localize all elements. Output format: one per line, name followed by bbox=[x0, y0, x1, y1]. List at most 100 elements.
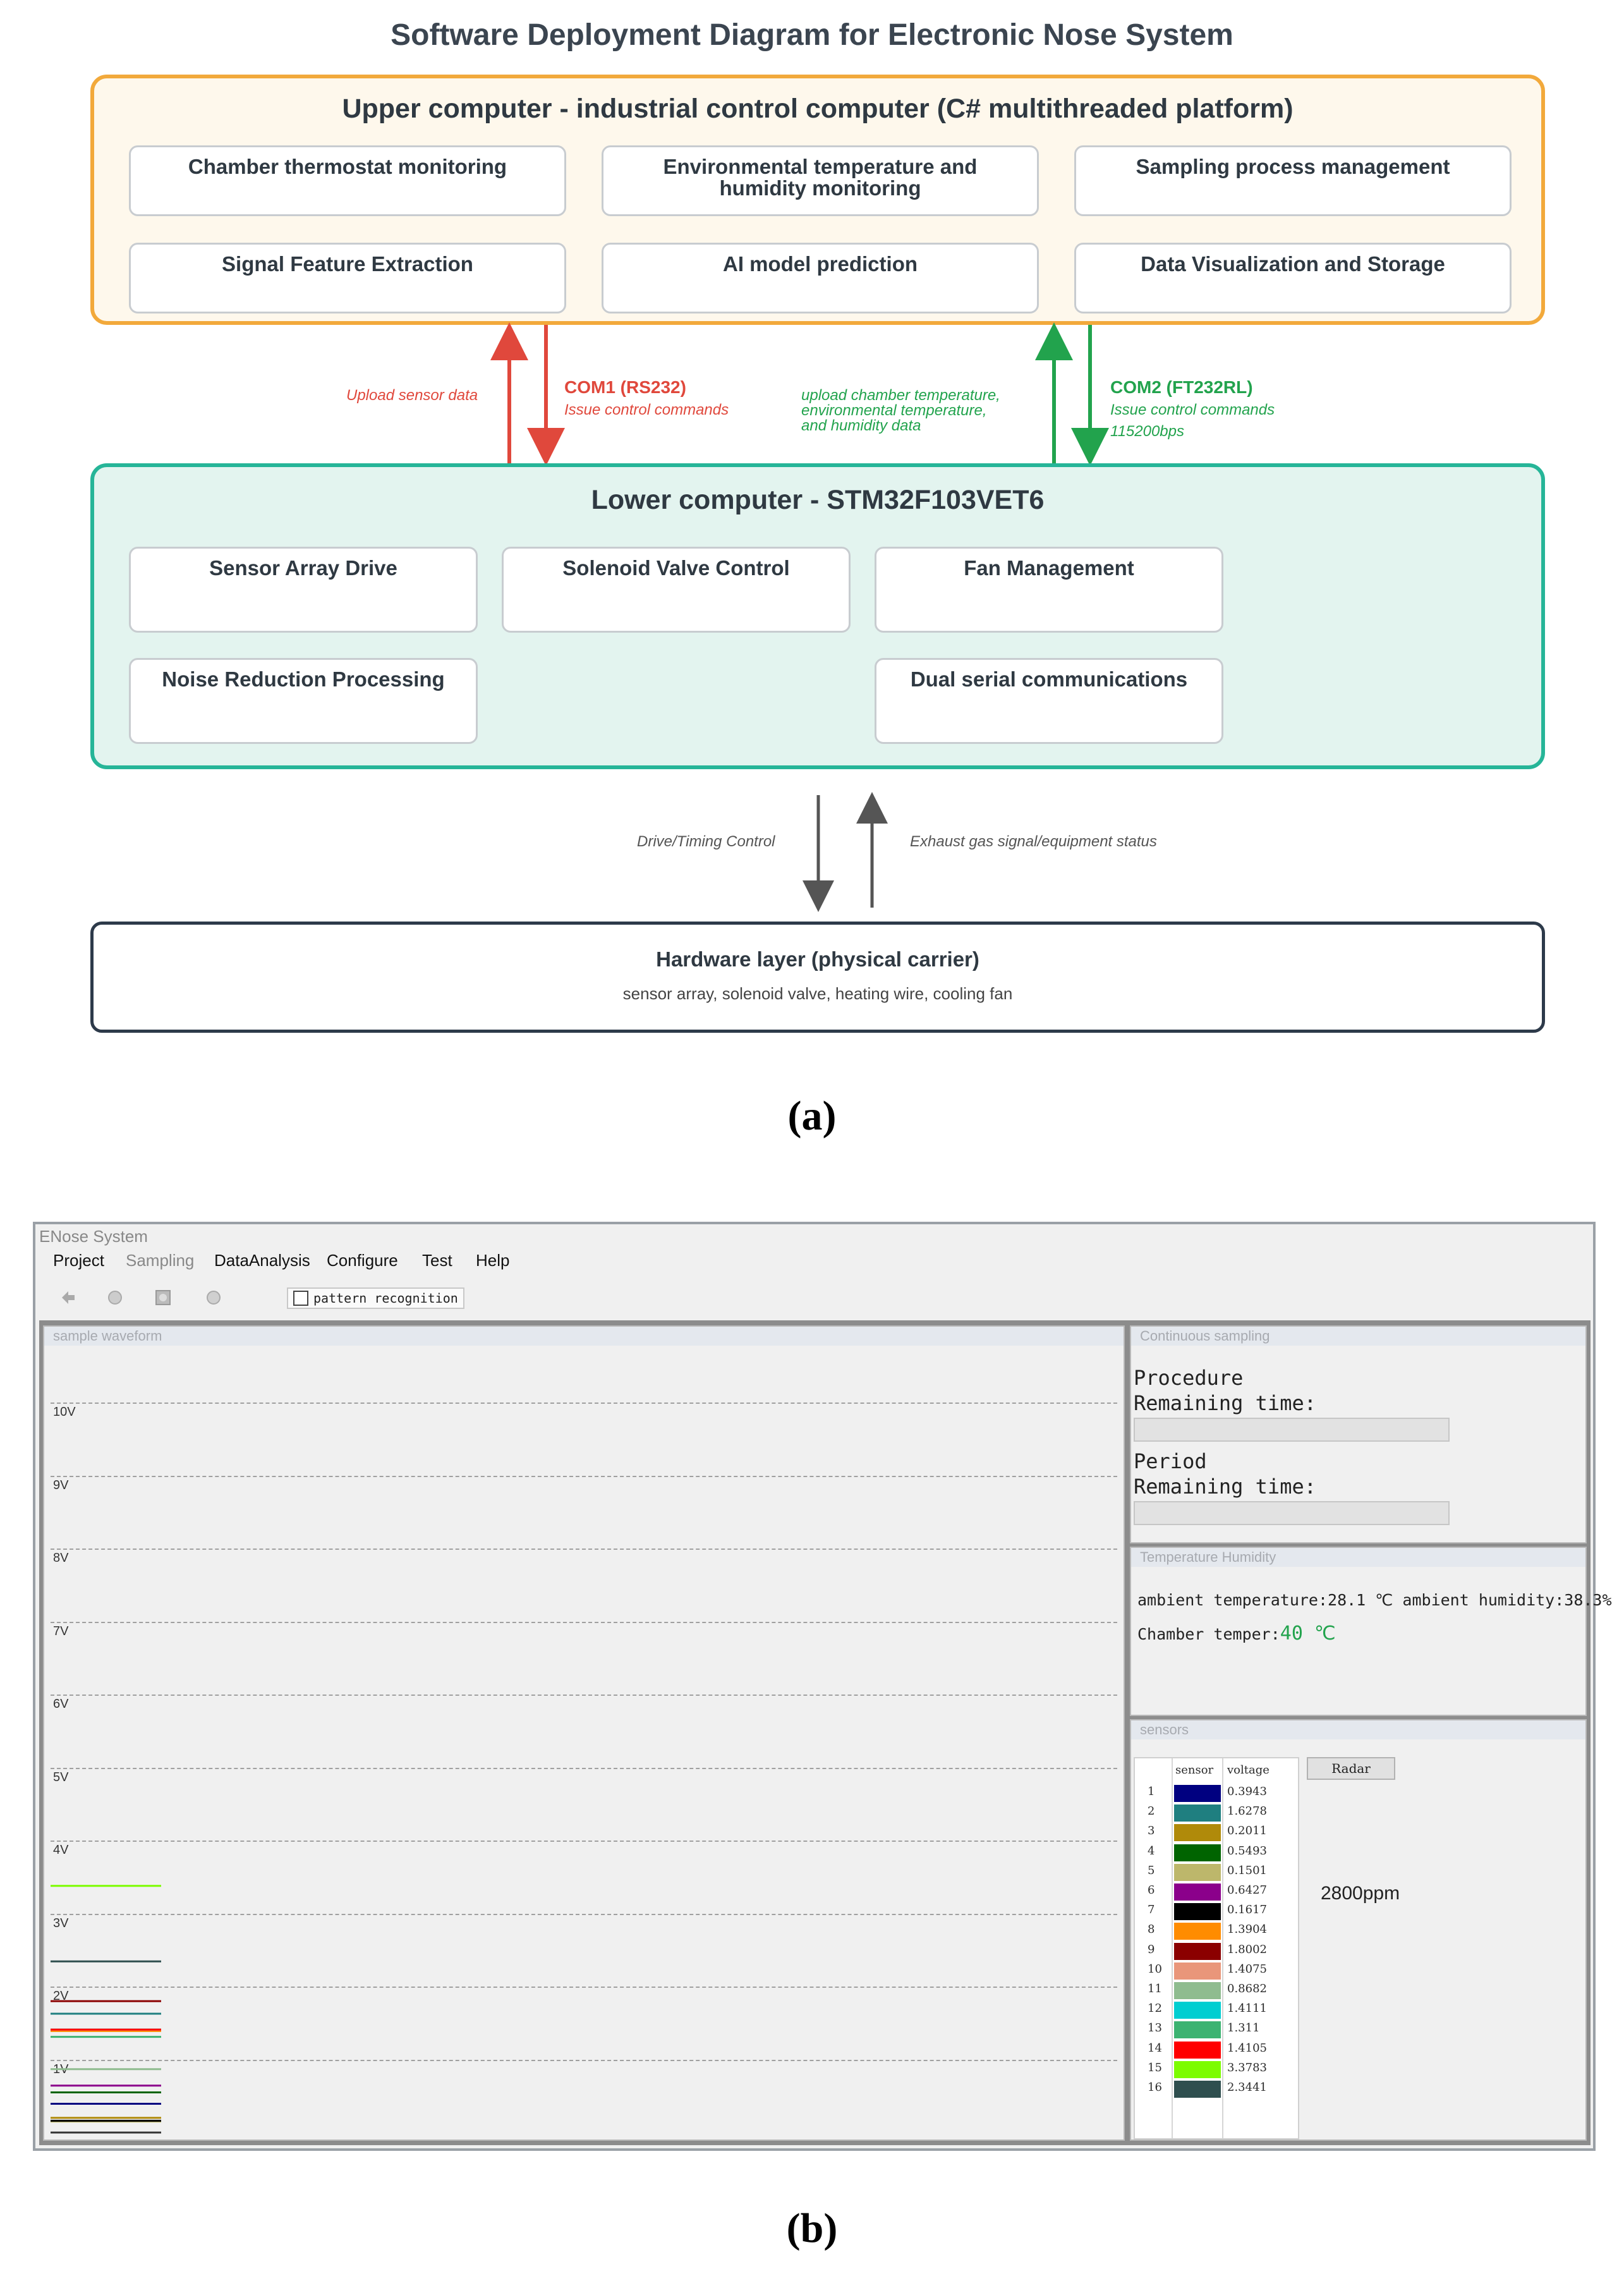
sensor-voltage: 1.3904 bbox=[1227, 1923, 1267, 1937]
hardware-title: Hardware layer (physical carrier) bbox=[656, 947, 979, 971]
waveform-gridline bbox=[51, 1987, 1117, 1988]
sensor-voltage: 1.6278 bbox=[1227, 1804, 1267, 1818]
sensor-color-swatch bbox=[1174, 1804, 1221, 1822]
procedure-remaining-label: Remaining time: bbox=[1134, 1391, 1316, 1415]
menu-sampling[interactable]: Sampling bbox=[126, 1251, 195, 1270]
sensor-voltage: 1.4075 bbox=[1227, 1962, 1267, 1976]
sensor-id: 11 bbox=[1148, 1982, 1162, 1995]
sensors-header: sensors bbox=[1131, 1720, 1585, 1739]
sensor-color-swatch bbox=[1174, 1982, 1221, 1999]
sensor-id: 4 bbox=[1148, 1844, 1155, 1858]
module-noise-reduction: Noise Reduction Processing bbox=[129, 658, 478, 744]
module-ai-prediction: AI model prediction bbox=[602, 243, 1039, 313]
sensor-color-swatch bbox=[1174, 1923, 1221, 1940]
sensor-voltage: 0.6427 bbox=[1227, 1883, 1267, 1897]
chamber-label: Chamber temper: bbox=[1137, 1625, 1280, 1643]
sensor-voltage: 0.2011 bbox=[1227, 1824, 1267, 1838]
caption-a: (a) bbox=[787, 1093, 837, 1139]
enose-window: ENose System Project Sampling DataAnalys… bbox=[33, 1222, 1612, 2151]
upper-computer-title: Upper computer - industrial control comp… bbox=[342, 94, 1294, 124]
sensor-color-swatch bbox=[1174, 2021, 1221, 2039]
label-upload-chamber-2: environmental temperature, bbox=[801, 402, 987, 419]
module-signal-feature: Signal Feature Extraction bbox=[129, 243, 566, 313]
module-sensor-array: Sensor Array Drive bbox=[129, 547, 478, 633]
waveform-axis-label: 2V bbox=[53, 1989, 69, 2003]
period-remaining-label: Remaining time: bbox=[1134, 1475, 1316, 1499]
record-icon[interactable] bbox=[154, 1289, 172, 1306]
module-solenoid-valve: Solenoid Valve Control bbox=[502, 547, 851, 633]
sensor-id: 6 bbox=[1148, 1883, 1155, 1897]
module-dual-serial: Dual serial communications bbox=[875, 658, 1223, 744]
waveform-gridline bbox=[51, 1767, 1117, 1769]
play-icon[interactable] bbox=[59, 1289, 77, 1306]
waveform-plot bbox=[51, 1885, 161, 2134]
sensor-voltage: 0.3943 bbox=[1227, 1785, 1267, 1798]
label-upload-chamber-3: and humidity data bbox=[801, 417, 921, 434]
label-com2-commands: Issue control commands bbox=[1110, 401, 1275, 418]
waveform-axis-label: 8V bbox=[53, 1551, 69, 1565]
caption-b: (b) bbox=[786, 2205, 838, 2251]
sensor-voltage: 1.8002 bbox=[1227, 1942, 1267, 1956]
waveform-axis-label: 7V bbox=[53, 1624, 69, 1638]
menu-configure[interactable]: Configure bbox=[327, 1251, 398, 1270]
ambient-readout: ambient temperature:28.1 ℃ ambient humid… bbox=[1137, 1591, 1612, 1609]
module-sampling-process: Sampling process management bbox=[1074, 145, 1512, 216]
col-voltage-header: voltage bbox=[1227, 1763, 1270, 1777]
sensor-id: 5 bbox=[1148, 1863, 1155, 1877]
waveform-gridline bbox=[51, 1695, 1117, 1696]
chamber-readout: Chamber temper:40 ℃ bbox=[1137, 1622, 1336, 1645]
waveform-gridline bbox=[51, 1403, 1117, 1404]
window-title: ENose System bbox=[39, 1227, 148, 1246]
diagram-title: Software Deployment Diagram for Electron… bbox=[391, 18, 1233, 52]
pattern-recognition-label: pattern recognition bbox=[313, 1291, 458, 1306]
continuous-sampling-panel: Continuous sampling Procedure Remaining … bbox=[1130, 1325, 1587, 1543]
cancel-icon[interactable] bbox=[205, 1289, 222, 1306]
stop-icon[interactable] bbox=[106, 1289, 124, 1306]
procedure-progress bbox=[1134, 1418, 1450, 1442]
module-data-visualization: Data Visualization and Storage bbox=[1074, 243, 1512, 313]
waveform-gridline bbox=[51, 1841, 1117, 1842]
waveform-gridline bbox=[51, 1475, 1117, 1477]
waveform-gridline bbox=[51, 1913, 1117, 1915]
sensor-color-swatch bbox=[1174, 1962, 1221, 1980]
sensor-color-swatch bbox=[1174, 1942, 1221, 1960]
sensor-id: 1 bbox=[1148, 1785, 1155, 1798]
continuous-header: Continuous sampling bbox=[1131, 1327, 1585, 1346]
menu-test[interactable]: Test bbox=[422, 1251, 452, 1270]
sensor-voltage: 0.1501 bbox=[1227, 1863, 1267, 1877]
sensor-id: 2 bbox=[1148, 1804, 1155, 1818]
sensor-id: 10 bbox=[1148, 1962, 1162, 1976]
label-com2-baud: 115200bps bbox=[1110, 423, 1184, 440]
sensor-color-swatch bbox=[1174, 1903, 1221, 1921]
menu-project[interactable]: Project bbox=[53, 1251, 104, 1270]
sensor-color-swatch bbox=[1174, 1883, 1221, 1901]
radar-button[interactable]: Radar bbox=[1307, 1757, 1395, 1780]
waveform-axis-label: 6V bbox=[53, 1697, 69, 1711]
sensor-color-swatch bbox=[1174, 1863, 1221, 1881]
menu-help[interactable]: Help bbox=[476, 1251, 510, 1270]
sensor-voltage: 1.4105 bbox=[1227, 2041, 1267, 2055]
waveform-axis-label: 5V bbox=[53, 1770, 69, 1784]
sensor-color-swatch bbox=[1174, 1824, 1221, 1842]
sensor-color-swatch bbox=[1174, 2041, 1221, 2059]
waveform-gridline bbox=[51, 1549, 1117, 1550]
waveform-axis-label: 10V bbox=[53, 1405, 76, 1419]
waveform-gridline bbox=[51, 1621, 1117, 1623]
sensor-voltage: 1.311 bbox=[1227, 2021, 1260, 2035]
pattern-recognition-checkbox[interactable]: pattern recognition bbox=[287, 1287, 464, 1309]
menu-dataanalysis[interactable]: DataAnalysis bbox=[214, 1251, 310, 1270]
checkbox-box[interactable] bbox=[293, 1291, 308, 1306]
period-label: Period bbox=[1134, 1449, 1207, 1473]
lower-computer-title: Lower computer - STM32F103VET6 bbox=[591, 485, 1045, 515]
sensor-voltage: 1.4111 bbox=[1227, 2002, 1267, 2016]
waveform-axis-label: 4V bbox=[53, 1843, 69, 1857]
sensor-id: 3 bbox=[1148, 1824, 1155, 1838]
waveform-header: sample waveform bbox=[44, 1327, 1124, 1346]
sensor-id: 15 bbox=[1148, 2060, 1162, 2074]
sensor-id: 16 bbox=[1148, 2081, 1162, 2094]
period-progress bbox=[1134, 1501, 1450, 1525]
sensor-color-swatch bbox=[1174, 1844, 1221, 1861]
procedure-label: Procedure bbox=[1134, 1366, 1244, 1390]
